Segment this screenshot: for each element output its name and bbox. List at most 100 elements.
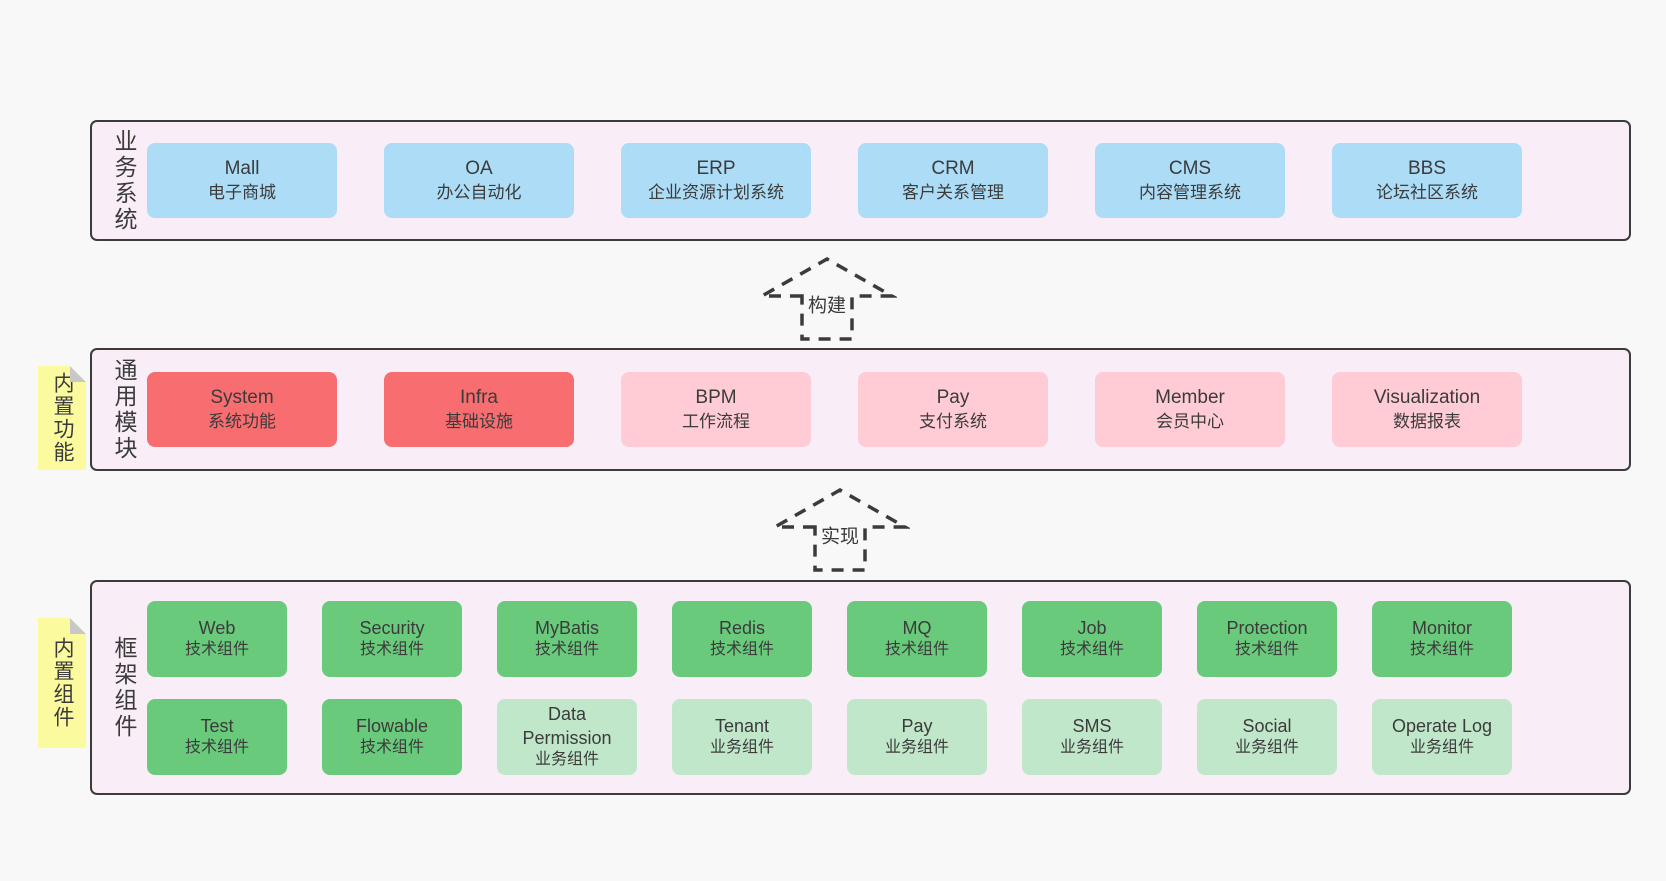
box-subtitle: 技术组件 [184,739,249,757]
box-sms: SMS 业务组件 [1022,699,1162,775]
band-common-modules: 通用模块 System 系统功能 Infra 基础设施 BPM 工作流程 Pay… [90,348,1631,471]
box-tenant: Tenant 业务组件 [672,699,812,775]
box-subtitle: 技术组件 [1059,641,1124,659]
box-subtitle: 技术组件 [534,641,599,659]
box-crm: CRM 客户关系管理 [858,143,1048,218]
sticky-built-in-components: 内置组件 [38,618,86,748]
box-title: Monitor [1411,617,1473,638]
box-title: OA [465,158,493,180]
box-subtitle: 论坛社区系统 [1376,182,1478,202]
box-member: Member 会员中心 [1095,372,1285,447]
box-mq: MQ 技术组件 [847,601,987,677]
box-subtitle: 会员中心 [1156,411,1224,431]
framework-row-2: Test 技术组件 Flowable 技术组件 Data Permission … [147,699,1512,775]
box-system: System 系统功能 [147,372,337,447]
box-subtitle: 技术组件 [359,641,424,659]
box-subtitle: 企业资源计划系统 [648,182,784,202]
box-social: Social 业务组件 [1197,699,1337,775]
box-operate-log: Operate Log 业务组件 [1372,699,1512,775]
sticky-label: 内置组件 [51,637,74,729]
common-row: System 系统功能 Infra 基础设施 BPM 工作流程 Pay 支付系统… [147,372,1522,447]
box-title: Pay [936,387,970,409]
box-subtitle: 业务组件 [1409,739,1474,757]
box-title: Test [200,715,234,736]
box-subtitle: 基础设施 [445,411,513,431]
box-subtitle: 业务组件 [884,739,949,757]
box-subtitle: 业务组件 [1234,739,1299,757]
box-subtitle: 办公自动化 [436,182,522,202]
box-title: Security [359,617,425,638]
box-title: Visualization [1373,387,1481,409]
box-subtitle: 支付系统 [919,411,987,431]
box-title: ERP [696,158,736,180]
box-title: BBS [1407,158,1447,180]
box-title: MyBatis [534,617,599,638]
arrow-implement-label: 实现 [816,520,864,550]
box-title: CMS [1168,158,1212,180]
box-bpm: BPM 工作流程 [621,372,811,447]
box-title: Tenant [714,715,770,736]
box-subtitle: 系统功能 [208,411,276,431]
box-cms: CMS 内容管理系统 [1095,143,1285,218]
box-subtitle: 业务组件 [534,750,599,768]
band-business-systems: 业务系统 Mall 电子商城 OA 办公自动化 ERP 企业资源计划系统 CRM… [90,120,1631,241]
dashed-up-arrow-icon [770,487,910,572]
box-visualization: Visualization 数据报表 [1332,372,1522,447]
band-framework-label: 框架组件 [111,635,137,740]
box-data-permission: Data Permission 业务组件 [497,699,637,775]
box-title: Member [1155,387,1225,409]
box-title: Redis [718,617,766,638]
box-pay-component: Pay 业务组件 [847,699,987,775]
dashed-up-arrow-icon [757,256,897,341]
box-infra: Infra 基础设施 [384,372,574,447]
box-protection: Protection 技术组件 [1197,601,1337,677]
box-title: MQ [902,617,932,638]
framework-row-1: Web 技术组件 Security 技术组件 MyBatis 技术组件 Redi… [147,601,1512,677]
box-subtitle: 客户关系管理 [902,182,1004,202]
box-redis: Redis 技术组件 [672,601,812,677]
box-title: Social [1242,715,1292,736]
sticky-label: 内置功能 [51,372,74,464]
box-security: Security 技术组件 [322,601,462,677]
box-mall: Mall 电子商城 [147,143,337,218]
business-row: Mall 电子商城 OA 办公自动化 ERP 企业资源计划系统 CRM 客户关系… [147,143,1522,218]
box-oa: OA 办公自动化 [384,143,574,218]
box-subtitle: 数据报表 [1393,411,1461,431]
box-title: Pay [901,715,933,736]
box-flowable: Flowable 技术组件 [322,699,462,775]
box-test: Test 技术组件 [147,699,287,775]
box-title: Job [1077,617,1107,638]
box-bbs: BBS 论坛社区系统 [1332,143,1522,218]
box-subtitle: 技术组件 [359,739,424,757]
box-title: Operate Log [1391,715,1493,736]
box-subtitle: 业务组件 [709,739,774,757]
band-common-label: 通用模块 [111,357,137,462]
box-subtitle: 技术组件 [1409,641,1474,659]
box-web: Web 技术组件 [147,601,287,677]
box-subtitle: 技术组件 [709,641,774,659]
sticky-built-in-features: 内置功能 [38,366,86,470]
box-subtitle: 技术组件 [884,641,949,659]
box-monitor: Monitor 技术组件 [1372,601,1512,677]
box-title: Mall [224,158,260,180]
box-title: System [210,387,274,409]
box-title: Infra [459,387,499,409]
box-subtitle: 电子商城 [208,182,276,202]
box-title: CRM [931,158,975,180]
arrow-build: 构建 [757,256,897,342]
box-subtitle: 内容管理系统 [1139,182,1241,202]
band-framework-components: 框架组件 Web 技术组件 Security 技术组件 MyBatis 技术组件… [90,580,1631,795]
box-title: Protection [1226,617,1308,638]
box-job: Job 技术组件 [1022,601,1162,677]
box-title: Flowable [355,715,429,736]
box-subtitle: 工作流程 [682,411,750,431]
box-subtitle: 技术组件 [1234,641,1299,659]
band-business-label: 业务系统 [111,128,137,233]
arrow-implement: 实现 [770,487,910,573]
box-title: Web [198,617,236,638]
box-pay-module: Pay 支付系统 [858,372,1048,447]
box-erp: ERP 企业资源计划系统 [621,143,811,218]
box-title: BPM [695,387,737,409]
arrow-build-label: 构建 [803,289,851,319]
box-title: SMS [1072,715,1112,736]
